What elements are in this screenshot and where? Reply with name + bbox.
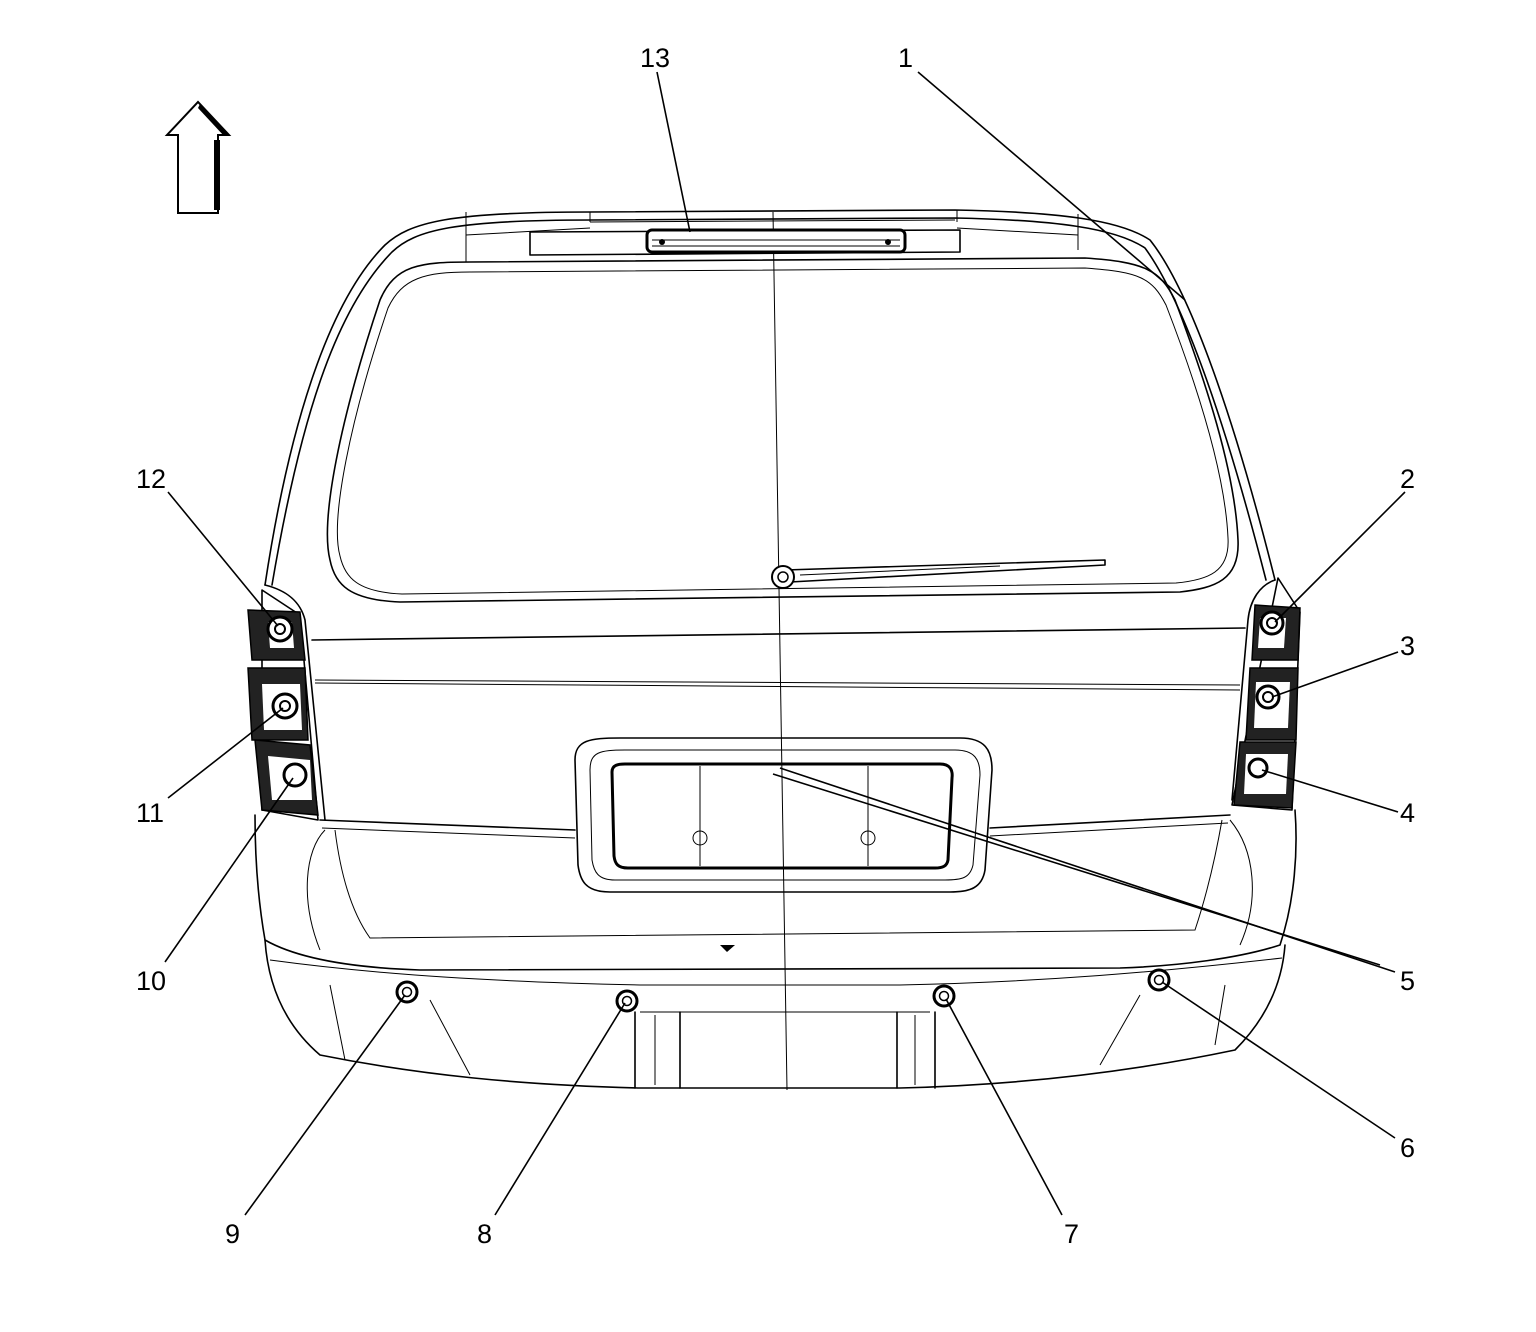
callout-1: 1 (898, 43, 913, 73)
license-plate-pocket (574, 737, 993, 893)
callout-7: 7 (1064, 1219, 1079, 1249)
callout-11: 11 (136, 798, 164, 828)
callout-4: 4 (1400, 798, 1415, 828)
high-mount-stop-lamp (645, 228, 907, 254)
callout-3: 3 (1400, 631, 1415, 661)
up-arrow-icon (164, 100, 232, 214)
callout-2: 2 (1400, 464, 1415, 494)
callout-labels: 13 1 12 2 3 11 4 10 5 6 9 8 7 (136, 43, 1415, 1249)
callout-10: 10 (136, 966, 166, 996)
rear-wiper (771, 559, 1106, 589)
callout-9: 9 (225, 1219, 240, 1249)
callout-8: 8 (477, 1219, 492, 1249)
fastener-4 (1247, 757, 1269, 779)
fastener-10 (282, 762, 308, 788)
fasteners (266, 610, 1285, 1013)
callout-5: 5 (1400, 966, 1415, 996)
callout-12: 12 (136, 464, 166, 494)
leader-lines (164, 71, 1406, 1216)
callout-13: 13 (640, 43, 670, 73)
callout-6: 6 (1400, 1133, 1415, 1163)
vehicle-body (247, 209, 1301, 1091)
